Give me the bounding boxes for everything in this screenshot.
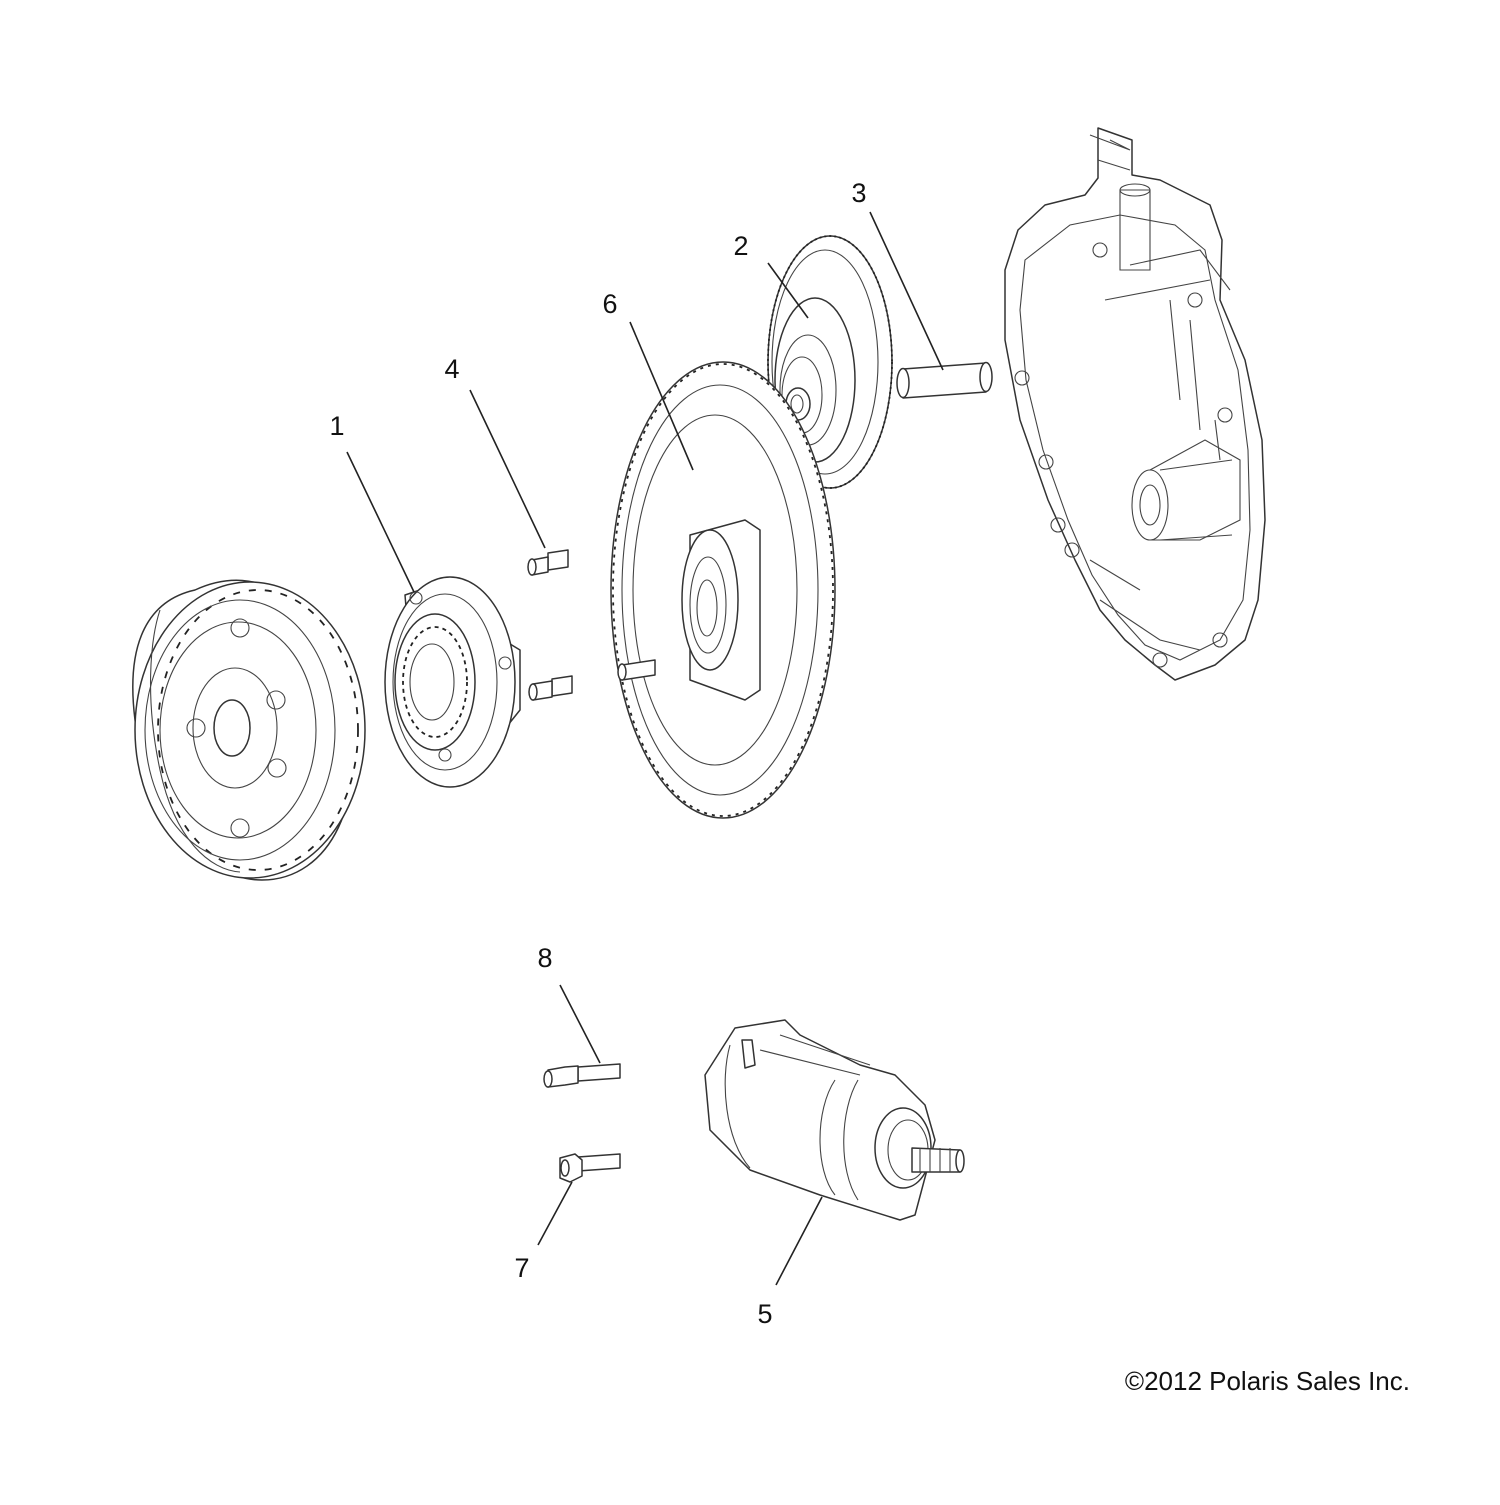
- part-4-bolt-lower: [528, 675, 573, 701]
- flywheel: [132, 579, 366, 881]
- leader-line-6: [629, 321, 694, 471]
- leader-line-7: [537, 1181, 573, 1246]
- leader-line-4: [469, 389, 546, 549]
- callout-6: 6: [602, 289, 617, 319]
- part-1-clutch: [384, 576, 521, 788]
- callout-2: 2: [733, 231, 748, 261]
- part-8-bolt: [543, 1063, 621, 1088]
- callout-5: 5: [757, 1299, 772, 1329]
- leader-line-2: [767, 262, 809, 319]
- part-5-starter-motor: [704, 1019, 965, 1221]
- crankcase-cover: [1004, 127, 1266, 681]
- leader-line-1: [346, 451, 415, 593]
- leader-line-8: [559, 984, 601, 1064]
- part-3-shaft: [896, 361, 993, 399]
- leader-line-3: [869, 211, 944, 371]
- part-4-bolt-upper: [527, 549, 569, 576]
- callout-4: 4: [444, 354, 459, 384]
- copyright-notice: ©2012 Polaris Sales Inc.: [1125, 1366, 1410, 1396]
- callout-7: 7: [514, 1253, 529, 1283]
- part-7-bolt: [559, 1153, 621, 1183]
- callout-3: 3: [851, 178, 866, 208]
- leader-line-5: [775, 1196, 823, 1286]
- part-6-gear: [610, 361, 836, 819]
- callout-1: 1: [329, 411, 344, 441]
- callout-8: 8: [537, 943, 552, 973]
